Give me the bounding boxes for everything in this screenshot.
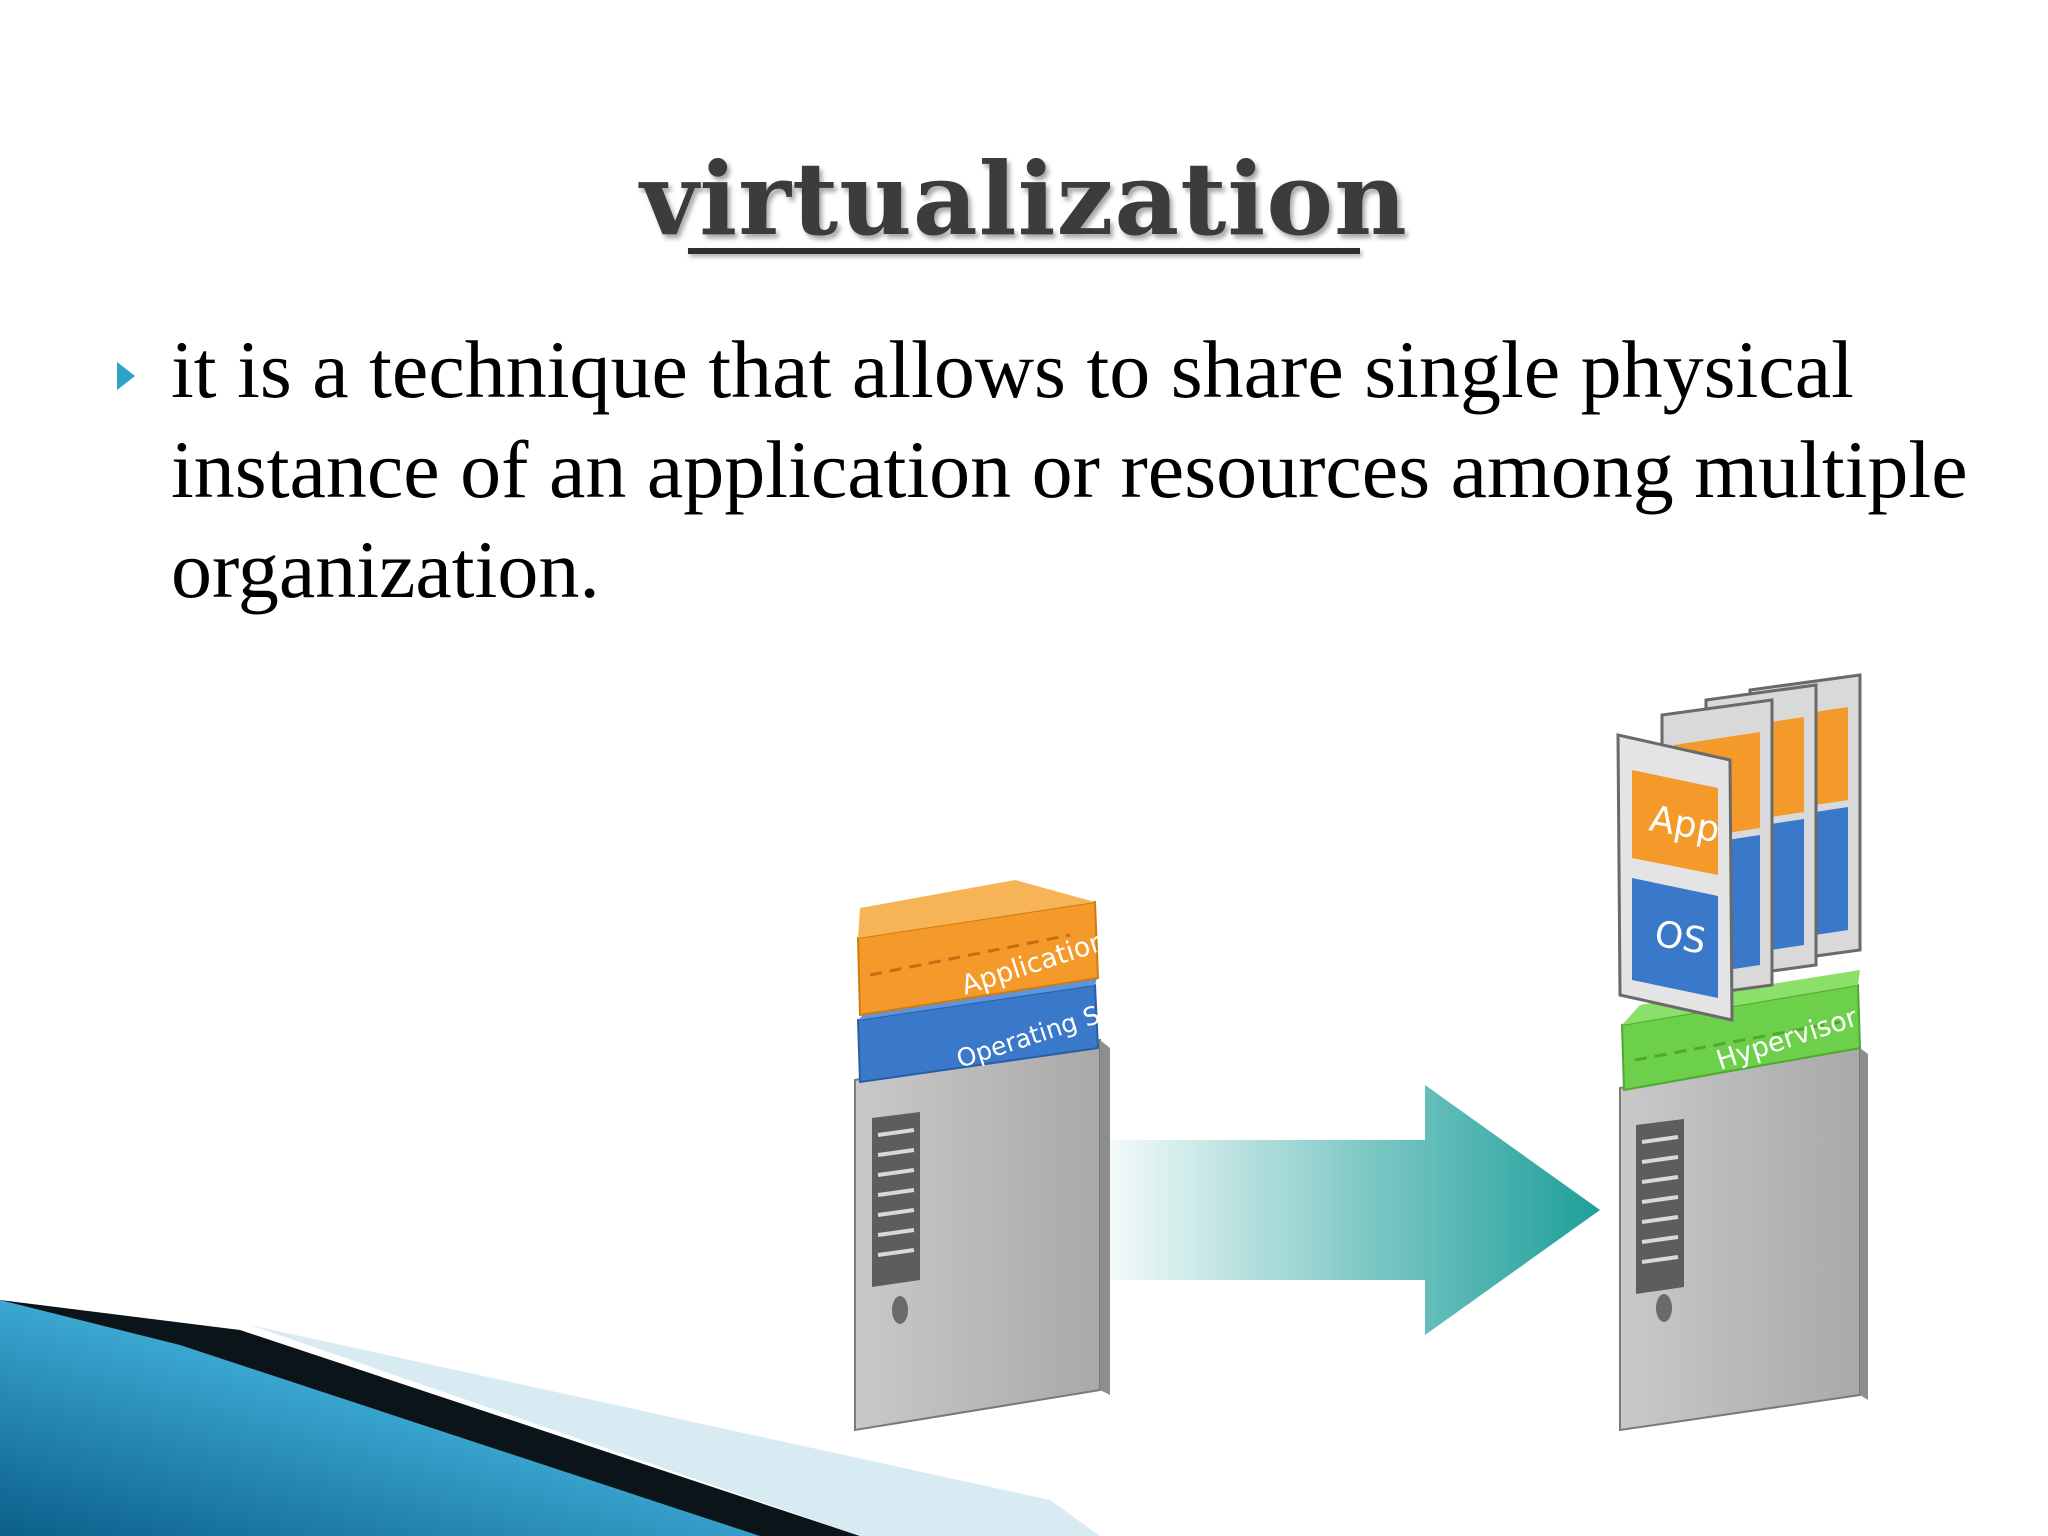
virtual-machine-front: App OS bbox=[1616, 733, 1734, 1022]
physical-server-icon bbox=[854, 1038, 1110, 1432]
host-server-icon bbox=[1619, 1046, 1868, 1432]
slide-title: virtualization bbox=[640, 140, 1408, 258]
vm-os-label: OS bbox=[1651, 913, 1709, 962]
arrow-icon bbox=[1110, 1085, 1600, 1335]
bullet-text: it is a technique that allows to share s… bbox=[171, 324, 1968, 615]
title-underline bbox=[688, 248, 1360, 254]
decorative-sweep bbox=[0, 1300, 1100, 1536]
hypervisor-layer: Hypervisor bbox=[1620, 970, 1862, 1092]
triangle-bullet-icon bbox=[117, 362, 135, 390]
applications-layer: Applications bbox=[856, 880, 1124, 1017]
